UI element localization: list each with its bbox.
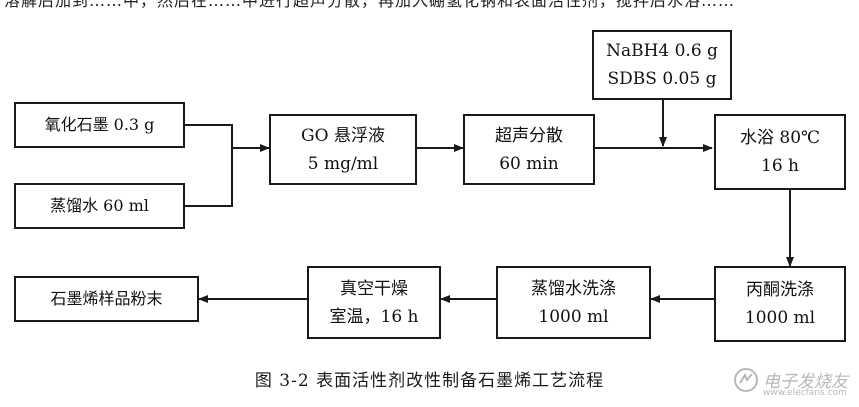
node-label-line-2: 60 min	[499, 153, 559, 174]
node-go-suspension: GO 悬浮液 5 mg/ml	[269, 114, 417, 185]
node-ultrasonic-dispersion: 超声分散 60 min	[463, 114, 595, 185]
node-distilled-water: 蒸馏水 60 ml	[14, 183, 185, 229]
node-label-line-2: 室温，16 h	[329, 306, 419, 327]
node-label-line-2: 5 mg/ml	[307, 153, 379, 174]
node-label: 氧化石墨 0.3 g	[44, 115, 155, 134]
node-label-line-1: 超声分散	[495, 125, 563, 146]
node-label-line-2: 1000 ml	[744, 308, 816, 328]
top-text: 溶解后加到……中，然后在……中进行超声分散，再加入硼氢化钠和表面活性剂，搅拌后水…	[4, 0, 736, 10]
node-label: 蒸馏水 60 ml	[50, 196, 149, 215]
watermark-url: www.elecfans.com	[763, 388, 847, 398]
connector-inputs-merge	[185, 124, 233, 207]
node-label-line-2: SDBS 0.05 g	[607, 69, 717, 89]
node-label-line-1: 真空干燥	[340, 278, 408, 299]
node-vacuum-dry: 真空干燥 室温，16 h	[307, 266, 441, 339]
node-label-line-2: 1000 ml	[538, 306, 609, 327]
node-label-line-2: 16 h	[761, 156, 799, 176]
elecfans-logo-icon	[734, 368, 758, 392]
node-label-line-1: GO 悬浮液	[301, 125, 385, 146]
node-label: 石墨烯样品粉末	[50, 289, 163, 308]
watermark: 电子发烧友 www.elecfans.com	[733, 363, 853, 403]
node-reagents: NaBH4 0.6 g SDBS 0.05 g	[592, 30, 732, 100]
top-cropped-text: 溶解后加到……中，然后在……中进行超声分散，再加入硼氢化钠和表面活性剂，搅拌后水…	[0, 0, 859, 20]
node-label-line-1: 水浴 80℃	[739, 128, 821, 148]
node-label-line-1: 蒸馏水洗涤	[531, 278, 616, 299]
node-label-line-1: NaBH4 0.6 g	[606, 41, 718, 61]
node-graphite-oxide: 氧化石墨 0.3 g	[14, 102, 185, 148]
node-water-wash: 蒸馏水洗涤 1000 ml	[496, 266, 651, 339]
node-water-bath: 水浴 80℃ 16 h	[714, 114, 846, 190]
watermark-name: 电子发烧友	[763, 372, 848, 392]
figure-caption: 图 3-2 表面活性剂改性制备石墨烯工艺流程	[254, 371, 605, 391]
node-product: 石墨烯样品粉末	[14, 276, 199, 322]
node-label-line-1: 丙酮洗涤	[746, 280, 814, 300]
node-acetone-wash: 丙酮洗涤 1000 ml	[714, 266, 846, 342]
